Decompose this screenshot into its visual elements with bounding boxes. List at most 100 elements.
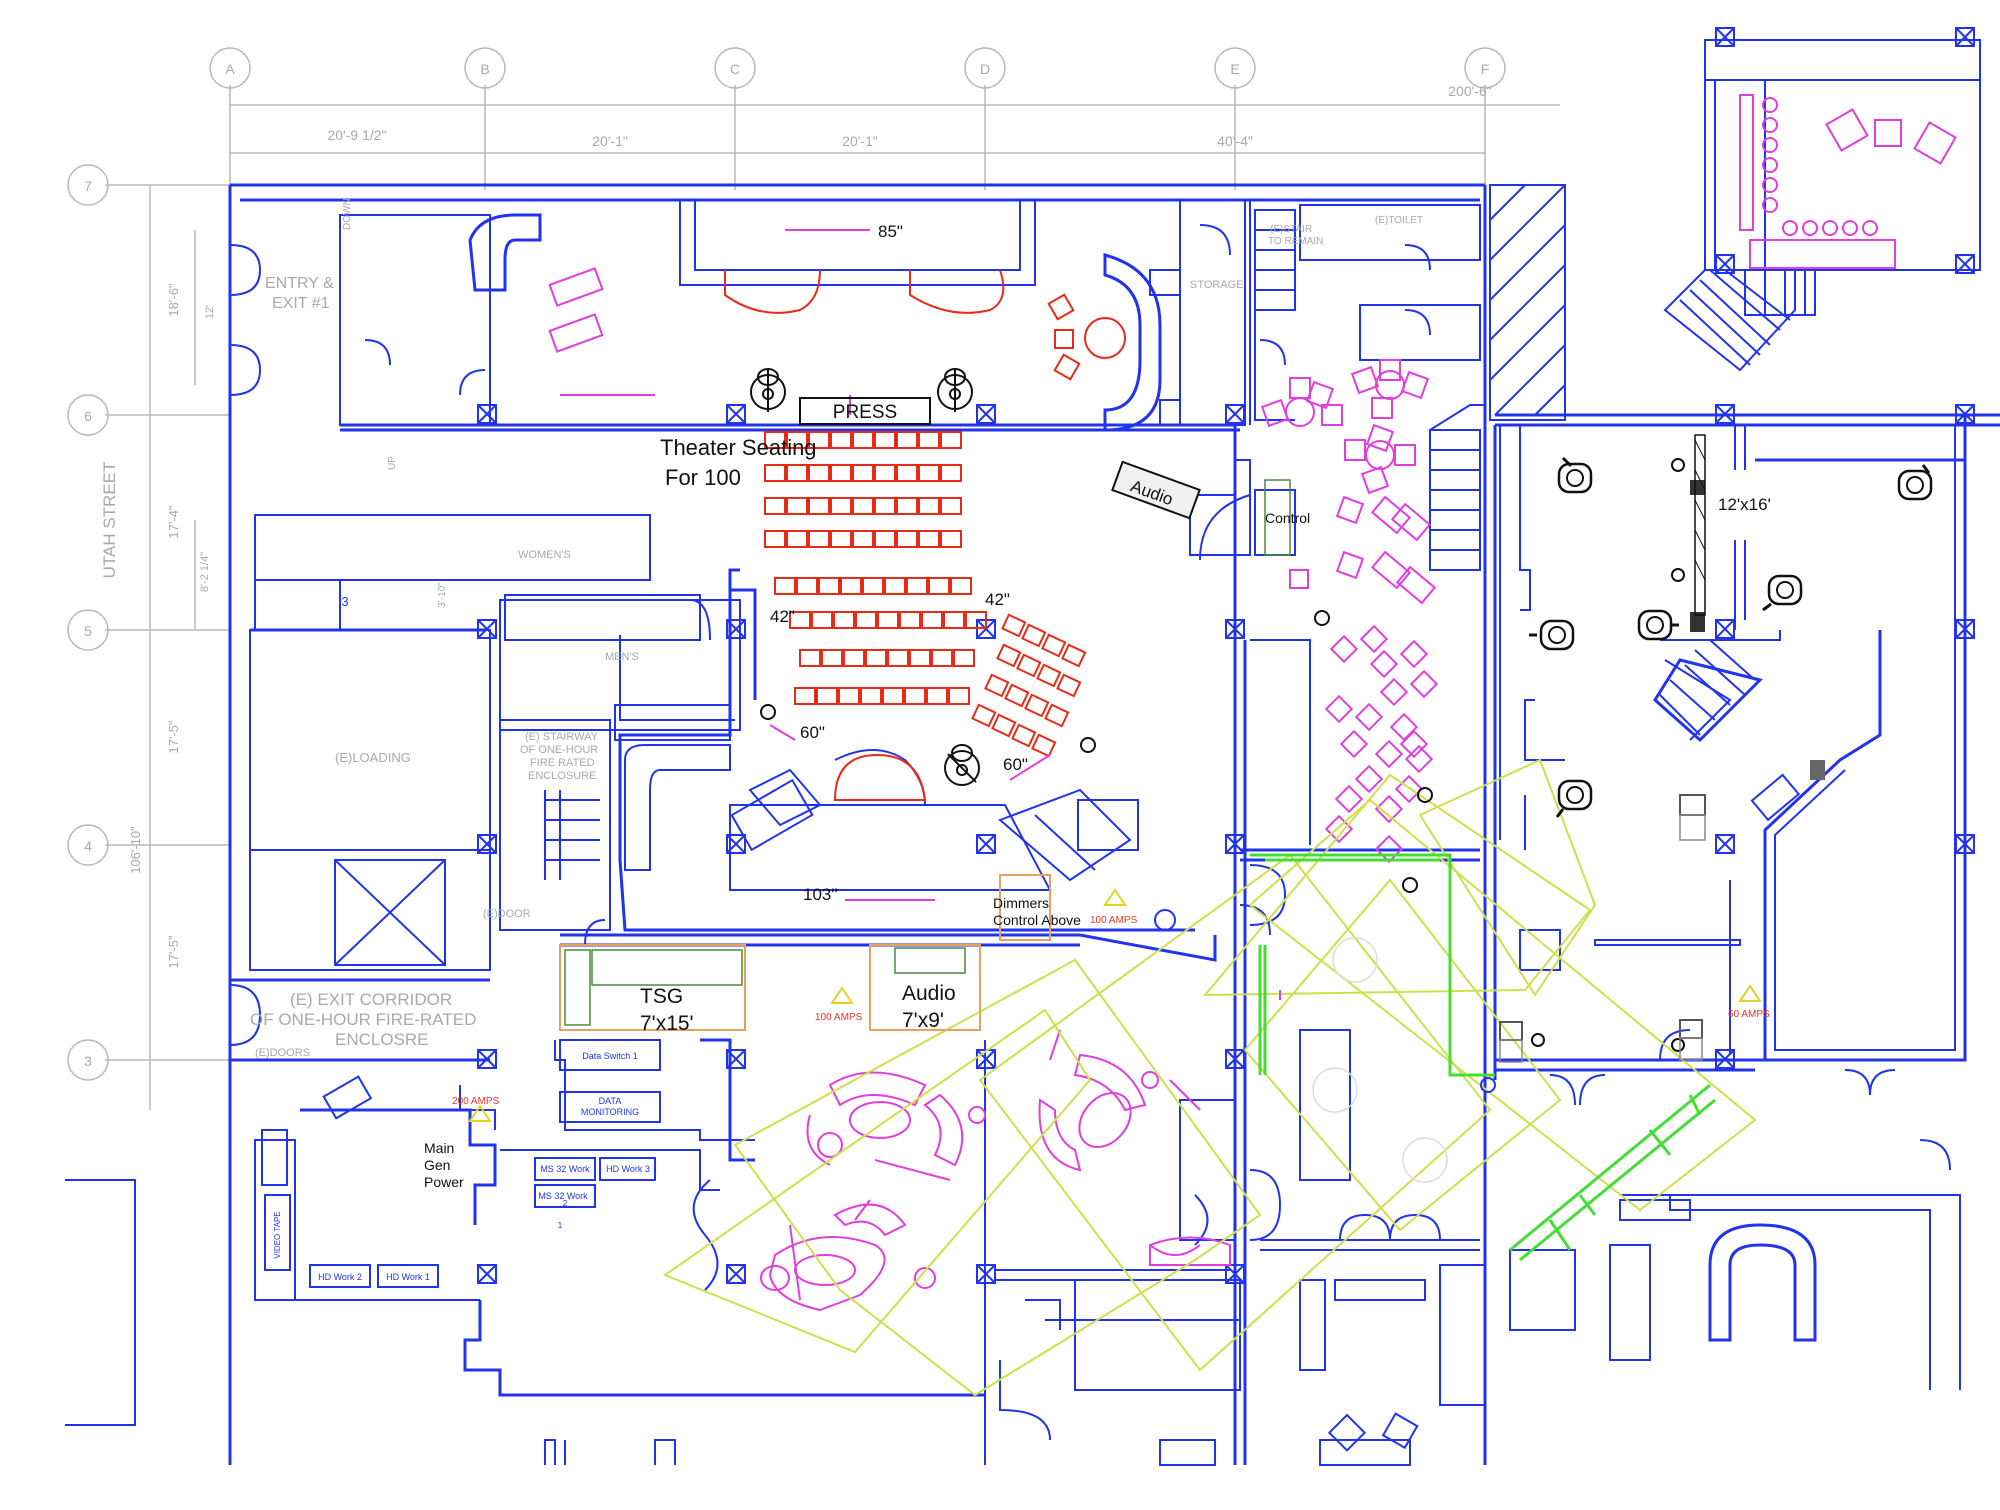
tsg-label-1: TSG xyxy=(640,985,683,1008)
dimmers-label-1: Dimmers xyxy=(993,895,1049,911)
theater-seat xyxy=(896,530,918,548)
theater-seat xyxy=(838,687,860,705)
theater-seat xyxy=(852,431,874,449)
camera-icon xyxy=(1555,779,1593,818)
theater-seat xyxy=(887,649,909,667)
theater-seat xyxy=(1011,723,1037,748)
dim-sub-1: 12' xyxy=(204,305,216,319)
theater-seat xyxy=(818,577,840,595)
theater-seat xyxy=(921,611,943,629)
camera-icon xyxy=(1671,1038,1685,1052)
theater-seat xyxy=(884,577,906,595)
room-12x16-label: 12'x16' xyxy=(1718,495,1771,514)
theater-label-1: Theater Seating xyxy=(660,435,817,460)
theater-seat xyxy=(971,703,997,728)
display-screens xyxy=(769,229,1281,1000)
camera-icon xyxy=(944,744,980,786)
camera-icon xyxy=(1671,568,1685,582)
theater-seat xyxy=(821,649,843,667)
audio-room-label-1: Audio xyxy=(902,982,956,1005)
theater-seat xyxy=(965,611,987,629)
theater-seat xyxy=(830,464,852,482)
stage-and-tables xyxy=(724,269,1126,801)
room-stair-remain: (E)STAIR xyxy=(1270,224,1312,235)
dim-col-1: 20'-9 1/2" xyxy=(327,127,386,143)
equipment-racks xyxy=(261,269,1181,1288)
label-up: UP xyxy=(387,456,398,470)
theater-seat xyxy=(1031,733,1057,758)
room-doors: (E)DOORS xyxy=(255,1047,310,1059)
theater-seat xyxy=(984,673,1010,698)
camera-icon xyxy=(937,368,973,412)
hd-work-3: HD Work 3 xyxy=(606,1164,650,1174)
theater-seat xyxy=(1004,683,1030,708)
theater-seat xyxy=(786,464,808,482)
screen-60a-label: 60" xyxy=(800,723,825,742)
theater-seat xyxy=(877,611,899,629)
equipment-labels: Data Switch 1 DATA MONITORING MS 32 Work… xyxy=(273,1051,650,1282)
camera-rails xyxy=(1250,853,1716,1262)
grid-row-7: 7 xyxy=(84,178,92,194)
theater-seat xyxy=(874,464,896,482)
theater-seat xyxy=(882,687,904,705)
theater-seat xyxy=(764,464,786,482)
dim-row-4: 17'-5" xyxy=(166,935,181,969)
ms32-work-1: MS 32 Work xyxy=(540,1164,590,1174)
theater-seat xyxy=(896,431,918,449)
power-100a-2: 100 AMPS xyxy=(815,1012,863,1023)
camera-icon xyxy=(760,704,776,720)
power-markers xyxy=(468,888,1762,1122)
ms32-num-1: 1 xyxy=(558,1221,563,1230)
theater-seat xyxy=(926,687,948,705)
main-gen-label-2: Gen xyxy=(424,1157,450,1173)
theater-seat xyxy=(896,497,918,515)
camera-icon xyxy=(1671,458,1685,472)
ms32-num-2: 2 xyxy=(563,1199,568,1208)
room-womens: WOMEN'S xyxy=(518,549,571,561)
hd-work-2: HD Work 2 xyxy=(318,1272,362,1282)
camera-frustums xyxy=(662,758,1757,1397)
grid-col-b: B xyxy=(480,61,489,77)
theater-seat xyxy=(852,464,874,482)
theater-seat xyxy=(794,687,816,705)
room-entry-exit: EXIT #1 xyxy=(272,295,330,312)
theater-seat xyxy=(799,649,821,667)
theater-seat xyxy=(904,687,926,705)
audio-room-label-2: 7'x9' xyxy=(902,1009,944,1032)
theater-seat xyxy=(764,530,786,548)
theater-seat xyxy=(1024,693,1050,718)
room-loading: (E)LOADING xyxy=(335,750,411,765)
room-exit-corridor-3: ENCLOSRE xyxy=(335,1030,429,1049)
theater-seat xyxy=(874,431,896,449)
theater-seat xyxy=(830,497,852,515)
camera-icon xyxy=(1531,1033,1545,1047)
theater-seat xyxy=(996,643,1022,668)
theater-seat xyxy=(816,687,838,705)
theater-seat xyxy=(953,649,975,667)
theater-seat xyxy=(840,577,862,595)
theater-seat xyxy=(943,611,965,629)
dim-sub-3: 3'-10" xyxy=(437,582,448,608)
ms32-work-2: MS 32 Work xyxy=(538,1191,588,1201)
video-tape-label: VIDEO TAPE xyxy=(273,1211,282,1258)
theater-seat xyxy=(928,577,950,595)
theater-seat xyxy=(1021,623,1047,648)
theater-seat xyxy=(855,611,877,629)
theater-seat xyxy=(811,611,833,629)
seat-number: 3 xyxy=(341,594,348,609)
dim-overall-height: 106'-10" xyxy=(128,826,143,874)
camera-icon xyxy=(1637,609,1679,641)
room-labels: ENTRY & EXIT #1 STORAGE (E)STAIR TO REMA… xyxy=(250,198,1423,1059)
camera-icon xyxy=(1314,610,1330,626)
camera-icon xyxy=(1402,877,1418,893)
camera-icon xyxy=(1762,574,1803,612)
room-stairway-3: FIRE RATED xyxy=(530,757,595,769)
theater-seat xyxy=(918,431,940,449)
camera-icon xyxy=(1557,456,1593,494)
theater-seat xyxy=(918,497,940,515)
data-monitoring-label-1: DATA xyxy=(599,1096,622,1106)
theater-seat xyxy=(862,577,884,595)
theater-seat xyxy=(931,649,953,667)
theater-seat xyxy=(833,611,855,629)
screen-103-label: 103" xyxy=(803,885,837,904)
